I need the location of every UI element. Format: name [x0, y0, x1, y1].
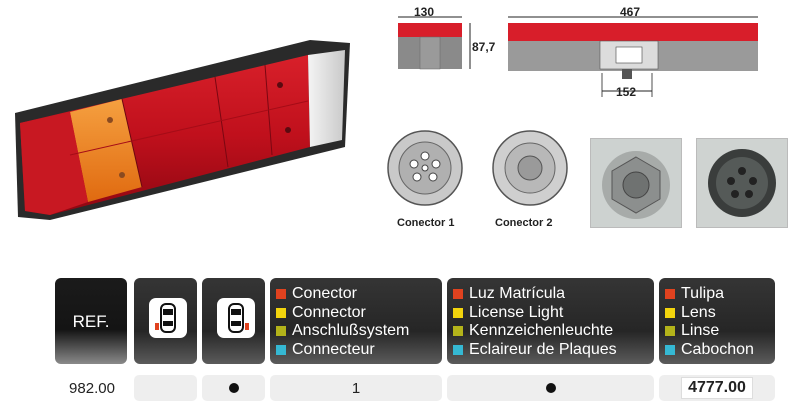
dimension-drawings: 130 87,7 467 152	[398, 5, 758, 99]
connector-photo-socket	[696, 138, 788, 228]
right-side-cell	[202, 375, 265, 401]
license-light-cell	[447, 375, 654, 401]
license-label-en: License Light	[469, 303, 564, 321]
dimension-connector-label: 152	[616, 85, 636, 99]
connector-label-fr: Connecteur	[292, 340, 375, 358]
color-square-red	[276, 289, 286, 300]
connector-2-label: Conector 2	[495, 217, 553, 229]
color-square-olive	[453, 326, 463, 337]
car-right-side-icon	[217, 298, 255, 338]
car-left-side-icon	[149, 298, 187, 338]
left-side-header	[134, 278, 197, 364]
connector-label-de: Anschlußsystem	[292, 322, 410, 340]
color-square-yellow	[276, 307, 286, 318]
color-square-olive	[276, 326, 286, 337]
connector-header: Conector Connector Anschlußsystem Connec…	[270, 278, 442, 364]
color-square-olive	[665, 326, 675, 337]
bullet-icon	[545, 383, 556, 393]
left-side-cell	[134, 375, 197, 401]
lens-cell: 4777.00	[659, 375, 775, 401]
connector-label-en: Connector	[292, 303, 366, 321]
side-view-drawing	[398, 16, 471, 70]
lens-header: Tulipa Lens Linse Cabochon	[659, 278, 775, 364]
ref-value: 982.00	[69, 379, 115, 397]
license-label-fr: Eclaireur de Plaques	[469, 340, 617, 358]
connector-label-es: Conector	[292, 285, 357, 303]
dimension-length-label: 467	[620, 5, 640, 19]
front-view-drawing	[508, 16, 758, 97]
color-square-yellow	[453, 307, 463, 318]
color-square-yellow	[665, 307, 675, 318]
color-square-cyan	[276, 344, 286, 355]
connector-photo-nut	[590, 138, 682, 228]
lens-label-fr: Cabochon	[681, 340, 754, 358]
license-light-header: Luz Matrícula License Light Kennzeichenl…	[447, 278, 654, 364]
color-square-cyan	[453, 344, 463, 355]
connector-1-drawing	[387, 130, 463, 206]
color-square-cyan	[665, 344, 675, 355]
connector-cell: 1	[270, 375, 442, 401]
lens-label-de: Linse	[681, 322, 720, 340]
bullet-icon	[228, 383, 239, 393]
dimension-width-label: 130	[414, 5, 434, 19]
color-square-red	[665, 289, 675, 300]
connector-2-drawing	[492, 130, 568, 206]
color-square-red	[453, 289, 463, 300]
lens-label-en: Lens	[681, 303, 716, 321]
license-label-es: Luz Matrícula	[469, 285, 566, 303]
ref-header-label: REF.	[72, 312, 110, 331]
connector-1-label: Conector 1	[397, 217, 455, 229]
right-side-header	[202, 278, 265, 364]
tail-lamp-image	[15, 40, 350, 220]
dimension-height-label: 87,7	[472, 40, 496, 54]
license-label-de: Kennzeichenleuchte	[469, 322, 614, 340]
ref-header: REF.	[55, 278, 127, 364]
lens-code[interactable]: 4777.00	[681, 377, 753, 399]
lens-label-es: Tulipa	[681, 285, 724, 303]
